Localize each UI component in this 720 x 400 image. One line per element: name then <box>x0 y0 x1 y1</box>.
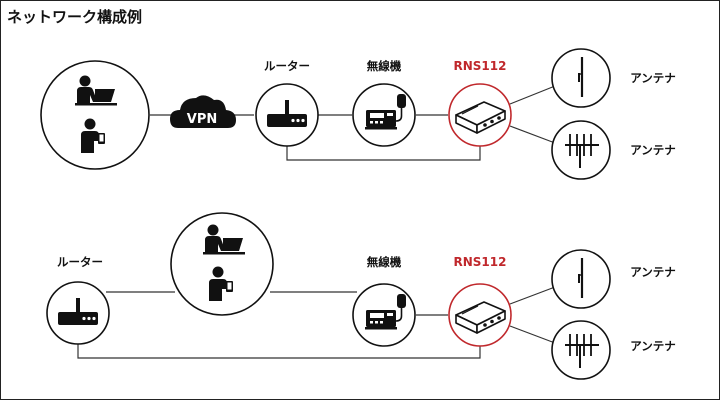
antenna-label: アンテナ <box>630 339 676 353</box>
users-node-bottom <box>170 212 274 316</box>
antenna-node-bottom-1: アンテナ <box>551 249 676 309</box>
antenna-label: アンテナ <box>630 143 676 157</box>
router-node-top: ルーター <box>255 59 319 147</box>
antenna-label: アンテナ <box>630 71 676 85</box>
top-connections <box>150 85 556 161</box>
vpn-cloud-icon: VPN <box>170 95 236 128</box>
antenna-label: アンテナ <box>630 265 676 279</box>
rns-node-top: RNS112 <box>448 59 512 147</box>
router-label: ルーター <box>264 59 310 73</box>
vpn-label: VPN <box>187 112 217 127</box>
radio-label: 無線機 <box>367 255 402 269</box>
router-node-bottom: ルーター <box>46 255 110 345</box>
rns-label: RNS112 <box>454 59 507 73</box>
antenna-node-bottom-2: アンテナ <box>551 320 676 380</box>
radio-node-bottom: 無線機 <box>352 255 416 347</box>
radio-label: 無線機 <box>367 59 402 73</box>
bottom-connections <box>77 286 556 359</box>
radio-node-top: 無線機 <box>352 59 416 147</box>
rns-label: RNS112 <box>454 255 507 269</box>
antenna-node-top-1: アンテナ <box>551 48 676 108</box>
diagram-title: ネットワーク構成例 <box>7 8 143 26</box>
antenna-node-top-2: アンテナ <box>551 120 676 180</box>
router-label: ルーター <box>57 255 103 269</box>
rns-node-bottom: RNS112 <box>448 255 512 347</box>
users-node-top <box>40 60 150 170</box>
